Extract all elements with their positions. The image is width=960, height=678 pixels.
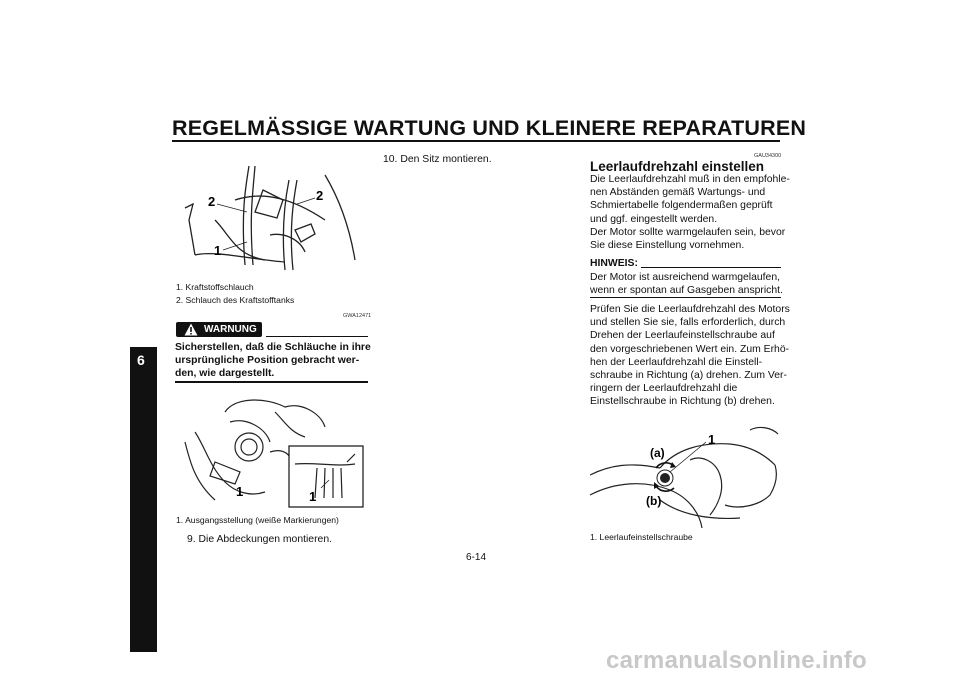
intro-line: Schmiertabelle folgendermaßen geprüft — [590, 200, 773, 212]
watermark: carmanualsonline.info — [606, 647, 868, 674]
intro-line: und ggf. eingestellt werden. — [590, 213, 718, 225]
procedure-line: Prüfen Sie die Leerlaufdrehzahl des Moto… — [590, 304, 790, 315]
intro-line: Der Motor sollte warmgelaufen sein, bevo… — [590, 226, 786, 238]
fig2-callout-1b: 1 — [309, 489, 316, 504]
procedure-line: Drehen der Leerlaufeinstellschraube auf — [590, 330, 775, 342]
warning-text: Sicherstellen, daß die Schläuche in ihre… — [175, 341, 371, 380]
procedure-line: den vorgeschriebenen Wert ein. Zum Erhö- — [590, 343, 790, 355]
fig1-callout-2b: 2 — [316, 188, 323, 203]
fig1-caption-list: 1. Kraftstoffschlauch 2. Schlauch des Kr… — [176, 281, 294, 306]
intro-line: nen Abständen gemäß Wartungs- und — [590, 187, 766, 199]
procedure-paragraph: Prüfen Sie die Leerlaufdrehzahl des Moto… — [590, 303, 790, 409]
fig2-callout-1a: 1 — [236, 484, 243, 499]
warning-badge: WARNUNG — [176, 322, 262, 337]
warning-line-3: den, wie dargestellt. — [175, 368, 275, 379]
note-bottom-rule — [590, 297, 781, 298]
warning-line-1: Sicherstellen, daß die Schläuche in ihre — [175, 342, 371, 353]
fig3-label-a: (a) — [650, 446, 665, 460]
note-label: HINWEIS: — [590, 258, 638, 269]
note-line: Der Motor ist ausreichend warmgelaufen, — [590, 272, 781, 283]
warning-label: WARNUNG — [204, 324, 257, 335]
procedure-line: ringern der Leerlaufdrehzahl die — [590, 383, 738, 395]
warning-code: GWA12471 — [343, 313, 372, 319]
section-heading: Leerlaufdrehzahl einstellen — [590, 159, 765, 174]
intro-line: Sie diese Einstellung vornehmen. — [590, 240, 745, 252]
chapter-number: 6 — [137, 352, 145, 368]
fig1-caption-1: 1. Kraftstoffschlauch — [176, 282, 254, 292]
fig3-callout-1: 1 — [708, 432, 715, 447]
intro-line: Die Leerlaufdrehzahl muß in den empfohle… — [590, 174, 790, 185]
title-rule — [172, 140, 780, 142]
fig1-caption-2: 2. Schlauch des Kraftstofftanks — [176, 294, 295, 305]
note-line: wenn er spontan auf Gasgeben anspricht. — [590, 285, 783, 297]
note-text: Der Motor ist ausreichend warmgelaufen, … — [590, 271, 783, 297]
procedure-line: schraube in Richtung (a) drehen. Zum Ver… — [590, 370, 787, 382]
warning-triangle-icon — [184, 323, 198, 336]
note-header-rule — [641, 267, 781, 268]
procedure-line: und stellen Sie sie, falls erforderlich,… — [590, 317, 786, 329]
idle-screw-illustration: 1 (a) (b) — [590, 426, 779, 528]
hose-position-illustration: 1 1 — [184, 399, 364, 508]
procedure-line: hen der Leerlaufdrehzahl die Einstell- — [590, 356, 763, 368]
fig3-label-b: (b) — [646, 494, 661, 508]
procedure-line: Einstellschraube in Richtung (b) drehen. — [590, 396, 775, 408]
intro-paragraph: Die Leerlaufdrehzahl muß in den empfohle… — [590, 173, 790, 252]
chapter-tab — [130, 347, 157, 652]
fig3-caption: 1. Leerlaufeinstellschraube — [590, 532, 693, 542]
warning-bottom-rule — [175, 381, 368, 383]
warning-header-rule — [266, 336, 368, 337]
warning-line-2: ursprüngliche Position gebracht wer- — [175, 355, 360, 366]
fuel-hose-illustration: 2 2 1 — [184, 165, 356, 271]
step-9: 9. Die Abdeckungen montieren. — [187, 534, 332, 545]
step-10: 10. Den Sitz montieren. — [383, 154, 492, 165]
section-code: GAU34300 — [754, 153, 782, 159]
page-number: 6-14 — [466, 552, 487, 563]
fig1-callout-1: 1 — [214, 243, 221, 258]
fig2-caption: 1. Ausgangsstellung (weiße Markierungen) — [176, 515, 339, 525]
page-title: REGELMÄSSIGE WARTUNG UND KLEINERE REPARA… — [172, 116, 807, 140]
fig1-callout-2a: 2 — [208, 194, 215, 209]
